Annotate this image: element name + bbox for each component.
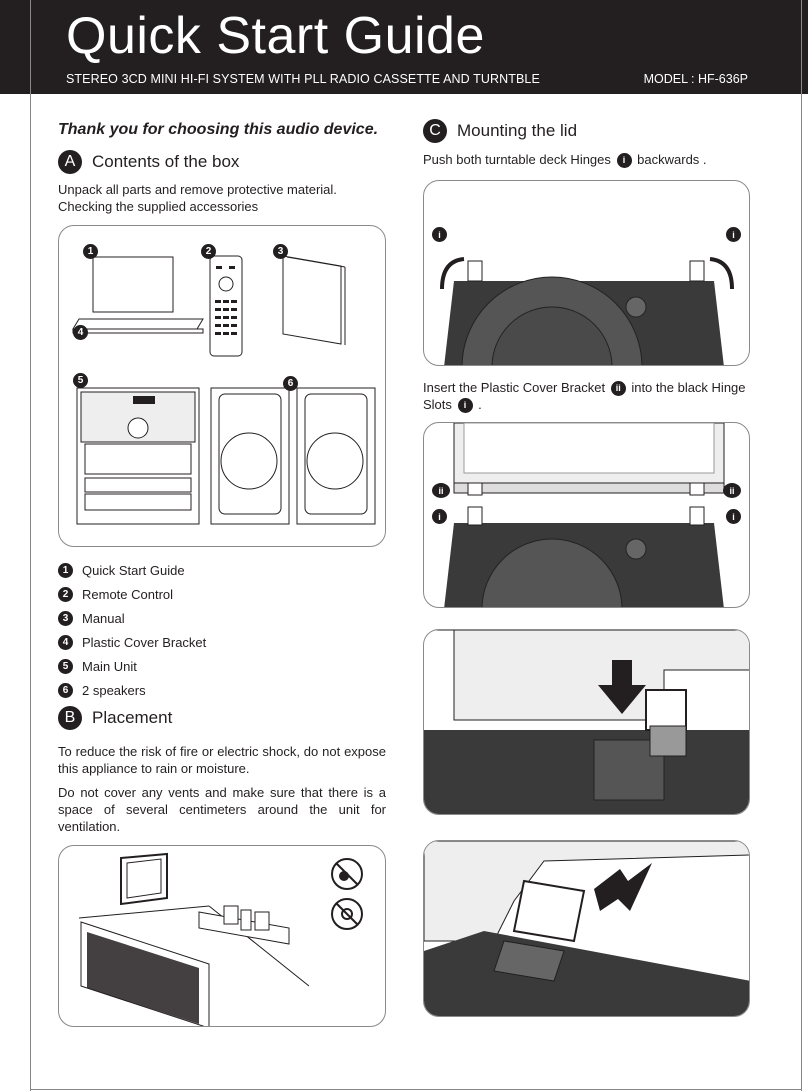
- hinge-marker-icon: i: [726, 509, 741, 524]
- section-c-badge: C: [423, 119, 447, 143]
- step2-middle: into the black Hinge: [631, 380, 746, 395]
- list-item-label: Quick Start Guide: [82, 562, 185, 578]
- section-b-heading: B Placement: [58, 706, 172, 730]
- insert-closeup-illustration: [424, 630, 749, 814]
- list-item-num: 2: [58, 586, 73, 602]
- step2-line2: Slots i .: [423, 396, 753, 414]
- contents-list: 1 Quick Start Guide 2 Remote Control 3 M…: [58, 558, 206, 702]
- list-item-label: 2 speakers: [82, 682, 146, 698]
- list-item-num: 3: [58, 610, 73, 626]
- hinge-marker-icon: i: [457, 398, 473, 414]
- list-item: 3 Manual: [58, 606, 206, 630]
- placement-para-2: Do not cover any vents and make sure tha…: [58, 785, 386, 834]
- placement-illustration: [78, 852, 363, 1026]
- section-b-title: Placement: [92, 708, 173, 727]
- step2-text: Insert the Plastic Cover Bracket ii into…: [423, 379, 753, 414]
- page-title: Quick Start Guide: [66, 7, 485, 65]
- hinge-marker-icon: i: [432, 227, 447, 242]
- step2-line1: Insert the Plastic Cover Bracket ii into…: [423, 379, 753, 397]
- step1-text: Push both turntable deck Hinges i backwa…: [423, 151, 753, 169]
- section-c-title: Mounting the lid: [457, 121, 578, 140]
- contents-figure-panel: 1 2 3 4 5 6: [58, 225, 386, 547]
- bracket-illustration: [444, 423, 725, 607]
- list-item-num: 4: [58, 634, 73, 650]
- list-item-label: Remote Control: [82, 586, 174, 602]
- section-a-badge: A: [58, 150, 82, 174]
- figure-num-6: 6: [283, 376, 298, 391]
- page-frame-bottom: [30, 1089, 802, 1090]
- contents-illustration: [72, 255, 376, 525]
- list-item-label: Manual: [82, 610, 125, 626]
- list-item-num: 1: [58, 562, 73, 578]
- hinge-marker-icon: i: [432, 509, 447, 524]
- section-c-heading: C Mounting the lid: [423, 119, 577, 143]
- list-item: 5 Main Unit: [58, 654, 206, 678]
- hinge-illustration: [440, 257, 734, 365]
- bracket-marker-icon: ii: [432, 483, 450, 498]
- bracket-figure-panel: ii ii i i: [423, 422, 750, 608]
- list-item: 4 Plastic Cover Bracket: [58, 630, 206, 654]
- bracket-marker-icon: ii: [723, 483, 741, 498]
- step2-line2-prefix: Slots: [423, 397, 452, 413]
- bracket-marker-icon: ii: [610, 381, 626, 397]
- figure-num-5: 5: [73, 373, 88, 388]
- list-item: 1 Quick Start Guide: [58, 558, 206, 582]
- list-item: 2 Remote Control: [58, 582, 206, 606]
- figure-num-2: 2: [201, 244, 216, 259]
- model-number: MODEL : HF-636P: [643, 72, 748, 86]
- section-a-text: Unpack all parts and remove protective m…: [58, 181, 388, 215]
- step1-suffix: backwards .: [637, 152, 707, 167]
- step2-line2-suffix: .: [478, 397, 482, 413]
- section-a-text-line1: Unpack all parts and remove protective m…: [58, 182, 337, 197]
- thanks-text: Thank you for choosing this audio device…: [58, 121, 379, 138]
- figure-num-4: 4: [73, 325, 88, 340]
- section-a-heading: A Contents of the box: [58, 150, 239, 174]
- hinge-closeup-panel: [423, 840, 750, 1017]
- placement-para-1: To reduce the risk of fire or electric s…: [58, 744, 386, 776]
- placement-figure-panel: [58, 845, 386, 1027]
- figure-num-3: 3: [273, 244, 288, 259]
- hinge-figure-panel: i i: [423, 180, 750, 366]
- section-a-text-line2: Checking the supplied accessories: [58, 199, 259, 214]
- hinge-marker-icon: i: [726, 227, 741, 242]
- list-item-label: Main Unit: [82, 658, 137, 674]
- product-subtitle: STEREO 3CD MINI HI-FI SYSTEM WITH PLL RA…: [66, 72, 540, 86]
- list-item-num: 5: [58, 658, 73, 674]
- header-bar: Quick Start Guide STEREO 3CD MINI HI-FI …: [0, 0, 808, 94]
- list-item-label: Plastic Cover Bracket: [82, 634, 207, 650]
- hinge-marker-icon: i: [616, 153, 632, 169]
- figure-num-1: 1: [83, 244, 98, 259]
- step1-prefix: Push both turntable deck Hinges: [423, 152, 611, 167]
- section-b-badge: B: [58, 706, 82, 730]
- list-item-num: 6: [58, 682, 73, 698]
- insert-closeup-panel: [423, 629, 750, 815]
- step2-prefix: Insert the Plastic Cover Bracket: [423, 380, 606, 395]
- hinge-closeup-illustration: [424, 841, 749, 1016]
- section-a-title: Contents of the box: [92, 152, 240, 171]
- list-item: 6 2 speakers: [58, 678, 206, 702]
